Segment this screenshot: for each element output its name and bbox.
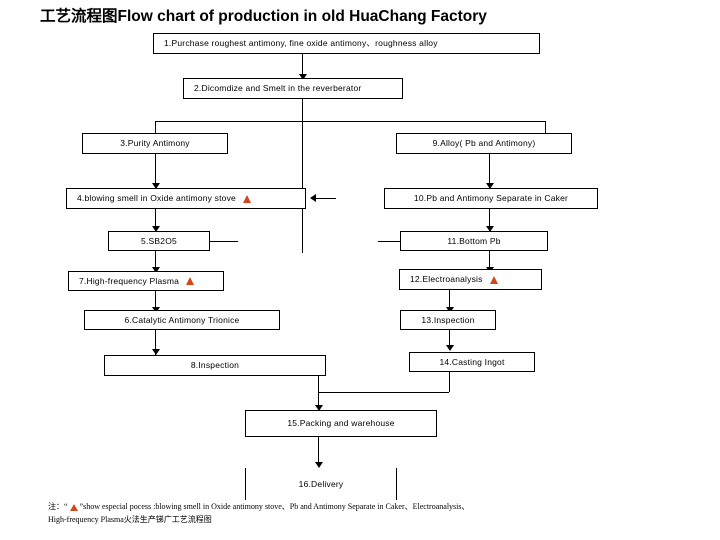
flow-node-7-label: 7.High-frequency Plasma (79, 275, 180, 286)
flow-node-10-label: 10.Pb and Antimony Separate in Caker (413, 193, 569, 204)
connector-10-to-11 (489, 209, 490, 228)
warning-triangle-icon-7 (186, 277, 195, 285)
arrowhead-3-to-4 (151, 183, 160, 189)
flow-node-15[interactable]: 15.Packing and warehouse (245, 410, 437, 437)
connector-15-to-16 (318, 437, 319, 464)
flow-node-8[interactable]: 8.Inspection (104, 355, 326, 376)
page-title-cn: 工艺流程图 (40, 7, 118, 25)
connector-center-spine (302, 121, 303, 253)
connector-11-to-12 (489, 251, 490, 269)
connector-1-to-2 (302, 54, 303, 75)
arrowhead-10-to-11 (485, 226, 494, 232)
flow-node-10[interactable]: 10.Pb and Antimony Separate in Caker (384, 188, 598, 209)
arrowhead-1-to-2 (298, 74, 307, 80)
flow-node-12-label: 12.Electroanalysis (410, 274, 483, 285)
flow-node-2-label: 2.Dicomdize and Smelt in the reverberato… (194, 83, 362, 94)
footnote-line1-pre: 注：“ (48, 502, 68, 511)
connector-merge-to-15 (318, 392, 319, 407)
arrowhead-13-to-14 (445, 345, 454, 351)
flow-node-3[interactable]: 3.Purity Antimony (82, 133, 228, 154)
connector-node-11-stub (378, 241, 400, 242)
footnote-line2-en: High-frequency Plasma (48, 515, 124, 524)
flow-node-4-label: 4.blowing smell in Oxide antimony stove (77, 193, 236, 204)
connector-9-to-10 (489, 154, 490, 184)
connector-3-to-4 (155, 154, 156, 184)
connector-merge-bus (318, 392, 449, 393)
connector-13-to-14 (449, 330, 450, 350)
flow-node-13[interactable]: 13.Inspection (400, 310, 496, 330)
arrowhead-into-node-4 (310, 194, 316, 202)
flow-node-16-label: 16.Delivery (298, 478, 344, 489)
flow-node-13-label: 13.Inspection (421, 314, 475, 325)
flow-node-14[interactable]: 14.Casting Ingot (409, 352, 535, 372)
connector-2-down (302, 99, 303, 121)
flow-node-11-label: 11.Bottom Pb (447, 235, 501, 246)
connector-into-node-4 (316, 198, 336, 199)
flow-node-8-label: 8.Inspection (190, 360, 240, 371)
connector-8-down (318, 376, 319, 392)
flow-node-3-label: 3.Purity Antimony (120, 138, 190, 149)
flow-node-9-label: 9.Alloy( Pb and Antimony) (432, 138, 536, 149)
flow-node-6-label: 6.Catalytic Antimony Trionice (124, 314, 240, 325)
arrowhead-5-to-7 (151, 267, 160, 273)
connector-to-node-9 (545, 121, 546, 136)
flow-node-6[interactable]: 6.Catalytic Antimony Trionice (84, 310, 280, 330)
arrowhead-9-to-10 (485, 183, 494, 189)
flow-node-2[interactable]: 2.Dicomdize and Smelt in the reverberato… (183, 78, 403, 99)
flow-node-5[interactable]: 5.SB2O5 (108, 231, 210, 251)
footnote: 注：“ ”show especial pocess :blowing smell … (48, 500, 673, 526)
connector-14-down (449, 372, 450, 392)
arrowhead-15-to-16 (314, 462, 323, 468)
connector-12-to-13 (449, 290, 450, 309)
flow-node-12[interactable]: 12.Electroanalysis (399, 269, 542, 290)
flow-node-5-label: 5.SB2O5 (141, 235, 177, 246)
flow-node-9[interactable]: 9.Alloy( Pb and Antimony) (396, 133, 572, 154)
flow-node-7[interactable]: 7.High-frequency Plasma (68, 271, 224, 291)
flow-node-14-label: 14.Casting Ingot (439, 356, 505, 367)
page-title: 工艺流程图Flow chart of production in old Hua… (40, 4, 487, 26)
warning-triangle-icon-12 (489, 275, 498, 284)
connector-6-to-8 (155, 330, 156, 357)
flow-node-4[interactable]: 4.blowing smell in Oxide antimony stove (66, 188, 306, 209)
connector-7-to-6 (155, 291, 156, 309)
connector-split-bus (155, 121, 545, 122)
arrowhead-6-to-8 (151, 349, 160, 355)
connector-to-node-3 (155, 121, 156, 136)
footnote-line1: ”show especial pocess :blowing smell in … (79, 502, 470, 511)
connector-5-to-7 (155, 251, 156, 269)
warning-triangle-icon-legend (69, 503, 78, 511)
flow-node-1[interactable]: 1.Purchase roughest antimony, fine oxide… (153, 33, 540, 54)
connector-4-to-5 (155, 209, 156, 228)
page-title-en: Flow chart of production in old HuaChang… (117, 8, 487, 25)
flow-node-11[interactable]: 11.Bottom Pb (400, 231, 548, 251)
flow-node-1-label: 1.Purchase roughest antimony, fine oxide… (164, 38, 438, 49)
arrowhead-4-to-5 (151, 226, 160, 232)
footnote-line2-cn: 火法生产锑广工艺流程图 (123, 515, 212, 524)
connector-node-5-stub (210, 241, 238, 242)
flow-node-15-label: 15.Packing and warehouse (287, 418, 395, 429)
flow-node-16[interactable]: 16.Delivery (245, 468, 397, 500)
arrowhead-merge-to-15 (314, 405, 323, 411)
warning-triangle-icon-4 (242, 194, 251, 203)
